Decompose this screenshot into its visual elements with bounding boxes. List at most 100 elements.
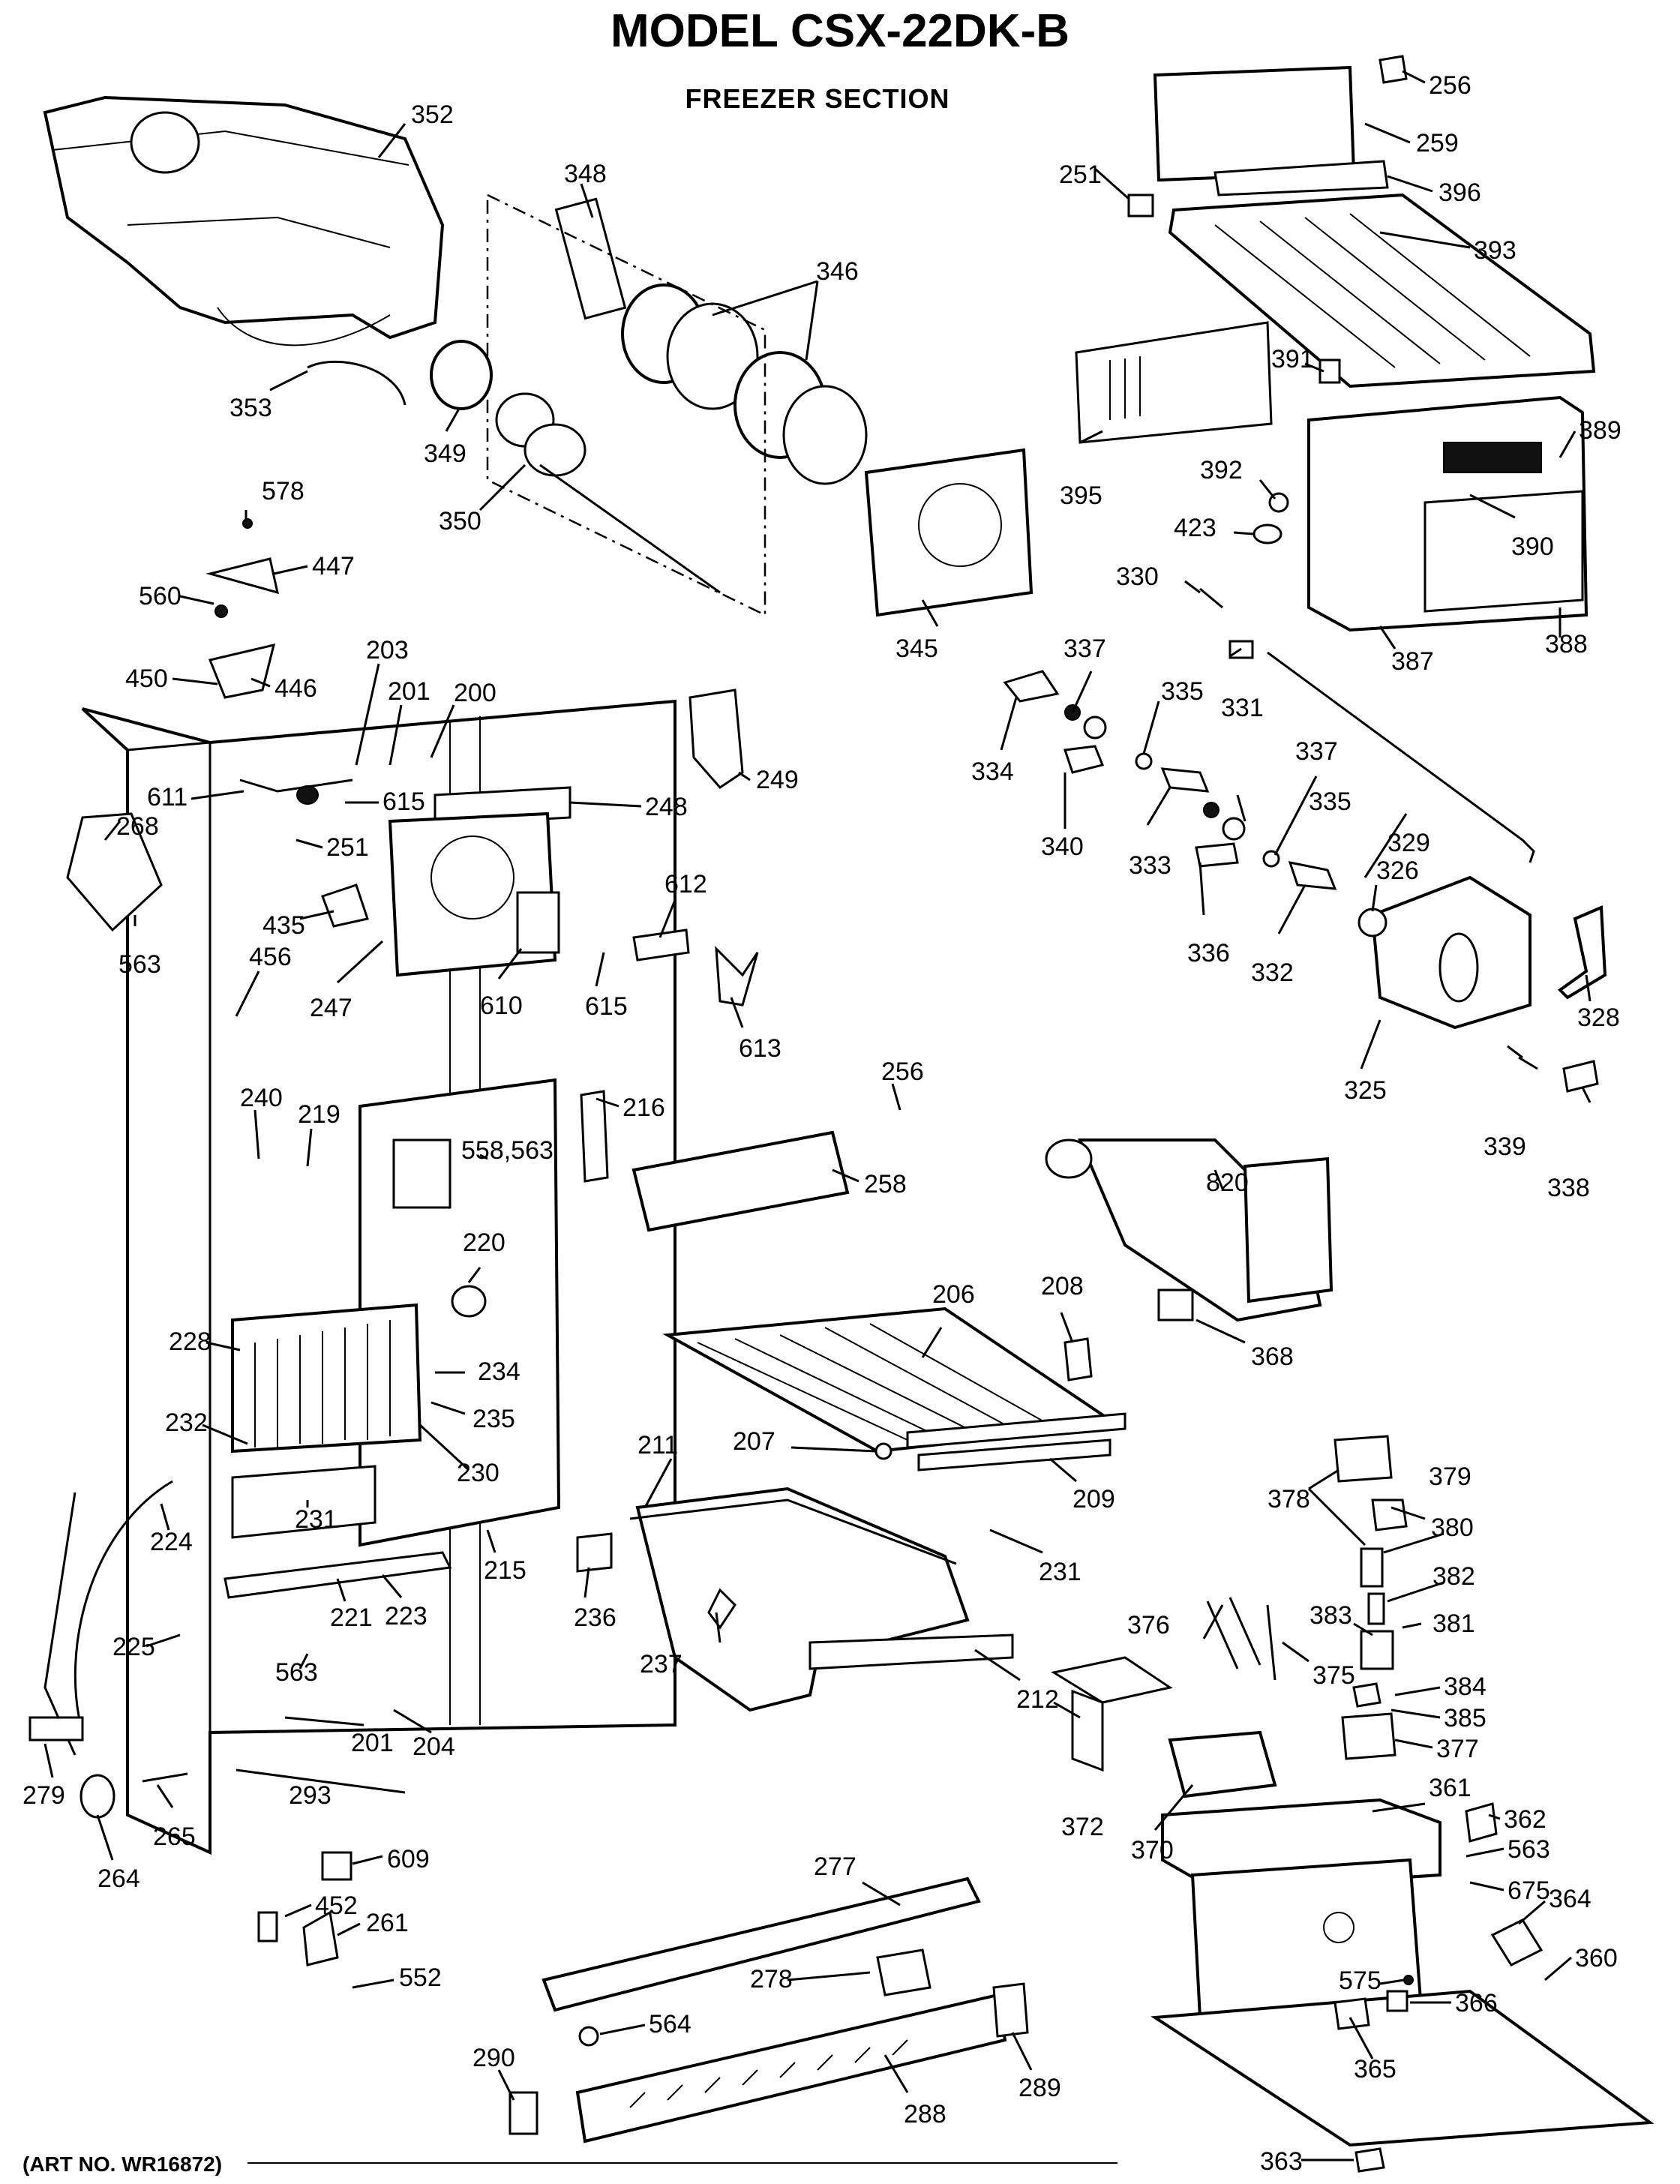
callout-label: 558,563 bbox=[461, 1136, 554, 1165]
callout-label: 219 bbox=[298, 1100, 340, 1129]
callout-label: 249 bbox=[756, 766, 799, 794]
callout-label: 206 bbox=[932, 1280, 975, 1309]
callout-label: 331 bbox=[1221, 694, 1264, 722]
callout-label: 575 bbox=[1339, 1966, 1382, 1995]
callout-label: 376 bbox=[1127, 1611, 1170, 1640]
callout-label: 611 bbox=[147, 783, 188, 812]
callout-label: 353 bbox=[230, 394, 272, 422]
callout-label: 375 bbox=[1312, 1661, 1355, 1690]
callout-label: 364 bbox=[1549, 1885, 1592, 1913]
callout-label: 361 bbox=[1429, 1774, 1472, 1802]
callout-label: 563 bbox=[118, 950, 161, 979]
callout-label: 391 bbox=[1271, 345, 1314, 374]
callout-label: 230 bbox=[457, 1459, 500, 1487]
callout-label: 345 bbox=[896, 634, 938, 663]
callout-label: 326 bbox=[1376, 856, 1419, 885]
callout-label: 360 bbox=[1575, 1944, 1618, 1972]
callout-label: 278 bbox=[750, 1965, 793, 1994]
callout-label: 393 bbox=[1474, 236, 1516, 265]
callout-label: 216 bbox=[622, 1094, 665, 1122]
callout-label: 377 bbox=[1436, 1735, 1479, 1763]
callout-label: 333 bbox=[1129, 851, 1172, 880]
callout-label: 329 bbox=[1388, 829, 1430, 857]
callout-label: 256 bbox=[1429, 71, 1472, 100]
callout-label: 368 bbox=[1251, 1342, 1294, 1371]
callout-label: 610 bbox=[480, 992, 523, 1020]
callout-label: 279 bbox=[22, 1781, 65, 1810]
callout-label: 338 bbox=[1547, 1174, 1590, 1202]
callout-label: 225 bbox=[112, 1633, 155, 1661]
callout-label: 384 bbox=[1444, 1672, 1486, 1701]
callout-label: 336 bbox=[1187, 939, 1230, 968]
callout-label: 221 bbox=[330, 1604, 373, 1632]
callout-label: 220 bbox=[463, 1228, 506, 1257]
callout-label: 366 bbox=[1455, 1989, 1498, 2018]
callout-label: 380 bbox=[1431, 1514, 1474, 1542]
callout-label: 378 bbox=[1268, 1485, 1310, 1514]
callout-label: 564 bbox=[649, 2010, 692, 2038]
leader-lines bbox=[44, 70, 1592, 2162]
callout-label: 212 bbox=[1016, 1685, 1059, 1714]
callout-label: 349 bbox=[424, 440, 466, 468]
callout-label: 293 bbox=[289, 1781, 332, 1810]
callout-label: 337 bbox=[1064, 634, 1106, 663]
callout-label: 389 bbox=[1579, 416, 1622, 445]
callout-label: 340 bbox=[1041, 832, 1084, 861]
callout-label: 201 bbox=[351, 1729, 394, 1757]
callout-label: 381 bbox=[1432, 1610, 1475, 1638]
callout-label: 335 bbox=[1309, 788, 1352, 816]
callout-label: 330 bbox=[1116, 562, 1159, 591]
callout-label: 208 bbox=[1041, 1272, 1084, 1300]
callout-label: 615 bbox=[382, 788, 425, 816]
callout-label: 235 bbox=[472, 1405, 515, 1433]
callout-label: 251 bbox=[1059, 160, 1102, 189]
callout-label: 224 bbox=[150, 1528, 193, 1556]
callout-label: 383 bbox=[1310, 1601, 1352, 1630]
callout-label: 578 bbox=[262, 477, 304, 506]
callout-label: 352 bbox=[411, 100, 454, 129]
callout-label: 560 bbox=[139, 582, 182, 610]
callout-label: 370 bbox=[1131, 1836, 1174, 1864]
callout-label: 395 bbox=[1060, 482, 1102, 510]
callout-label: 231 bbox=[1039, 1558, 1082, 1586]
callout-label: 203 bbox=[366, 636, 409, 664]
callout-label: 362 bbox=[1504, 1805, 1546, 1834]
callout-label: 204 bbox=[412, 1732, 455, 1761]
callout-label: 325 bbox=[1344, 1076, 1387, 1105]
callout-label: 452 bbox=[315, 1892, 358, 1920]
callout-label: 396 bbox=[1438, 178, 1481, 207]
callout-label: 251 bbox=[326, 833, 369, 862]
diagram-subtitle: FREEZER SECTION bbox=[685, 83, 950, 114]
callout-label: 209 bbox=[1072, 1485, 1115, 1514]
callout-label: 290 bbox=[472, 2044, 515, 2072]
callout-label: 277 bbox=[814, 1852, 856, 1881]
callout-label: 609 bbox=[387, 1845, 430, 1874]
callout-label: 268 bbox=[116, 812, 159, 841]
callout-label: 612 bbox=[664, 870, 707, 898]
callout-label: 247 bbox=[310, 994, 352, 1022]
callout-label: 256 bbox=[881, 1058, 924, 1086]
callout-label: 435 bbox=[262, 911, 305, 940]
callout-label: 613 bbox=[739, 1034, 782, 1063]
callout-label: 446 bbox=[274, 674, 317, 703]
callout-label: 675 bbox=[1508, 1876, 1550, 1905]
callout-label: 387 bbox=[1391, 647, 1434, 676]
callout-label: 563 bbox=[1508, 1835, 1550, 1864]
callout-label: 334 bbox=[971, 758, 1014, 786]
callout-labels: 352 348 346 353 349 350 345 578 447 560 … bbox=[22, 71, 1622, 2176]
callout-label: 365 bbox=[1354, 2055, 1396, 2084]
callout-label: 348 bbox=[564, 160, 607, 188]
callout-label: 289 bbox=[1018, 2074, 1061, 2102]
callout-label: 615 bbox=[585, 992, 628, 1021]
callout-label: 201 bbox=[388, 677, 430, 706]
callout-label: 234 bbox=[478, 1358, 520, 1386]
callout-label: 335 bbox=[1161, 677, 1204, 706]
callout-label: 215 bbox=[484, 1556, 526, 1585]
callout-label: 264 bbox=[98, 1864, 140, 1893]
part-drawings bbox=[28, 55, 1654, 2173]
callout-label: 390 bbox=[1511, 532, 1554, 561]
callout-label: 232 bbox=[165, 1408, 208, 1437]
callout-label: 350 bbox=[439, 507, 482, 536]
callout-label: 392 bbox=[1200, 456, 1243, 484]
